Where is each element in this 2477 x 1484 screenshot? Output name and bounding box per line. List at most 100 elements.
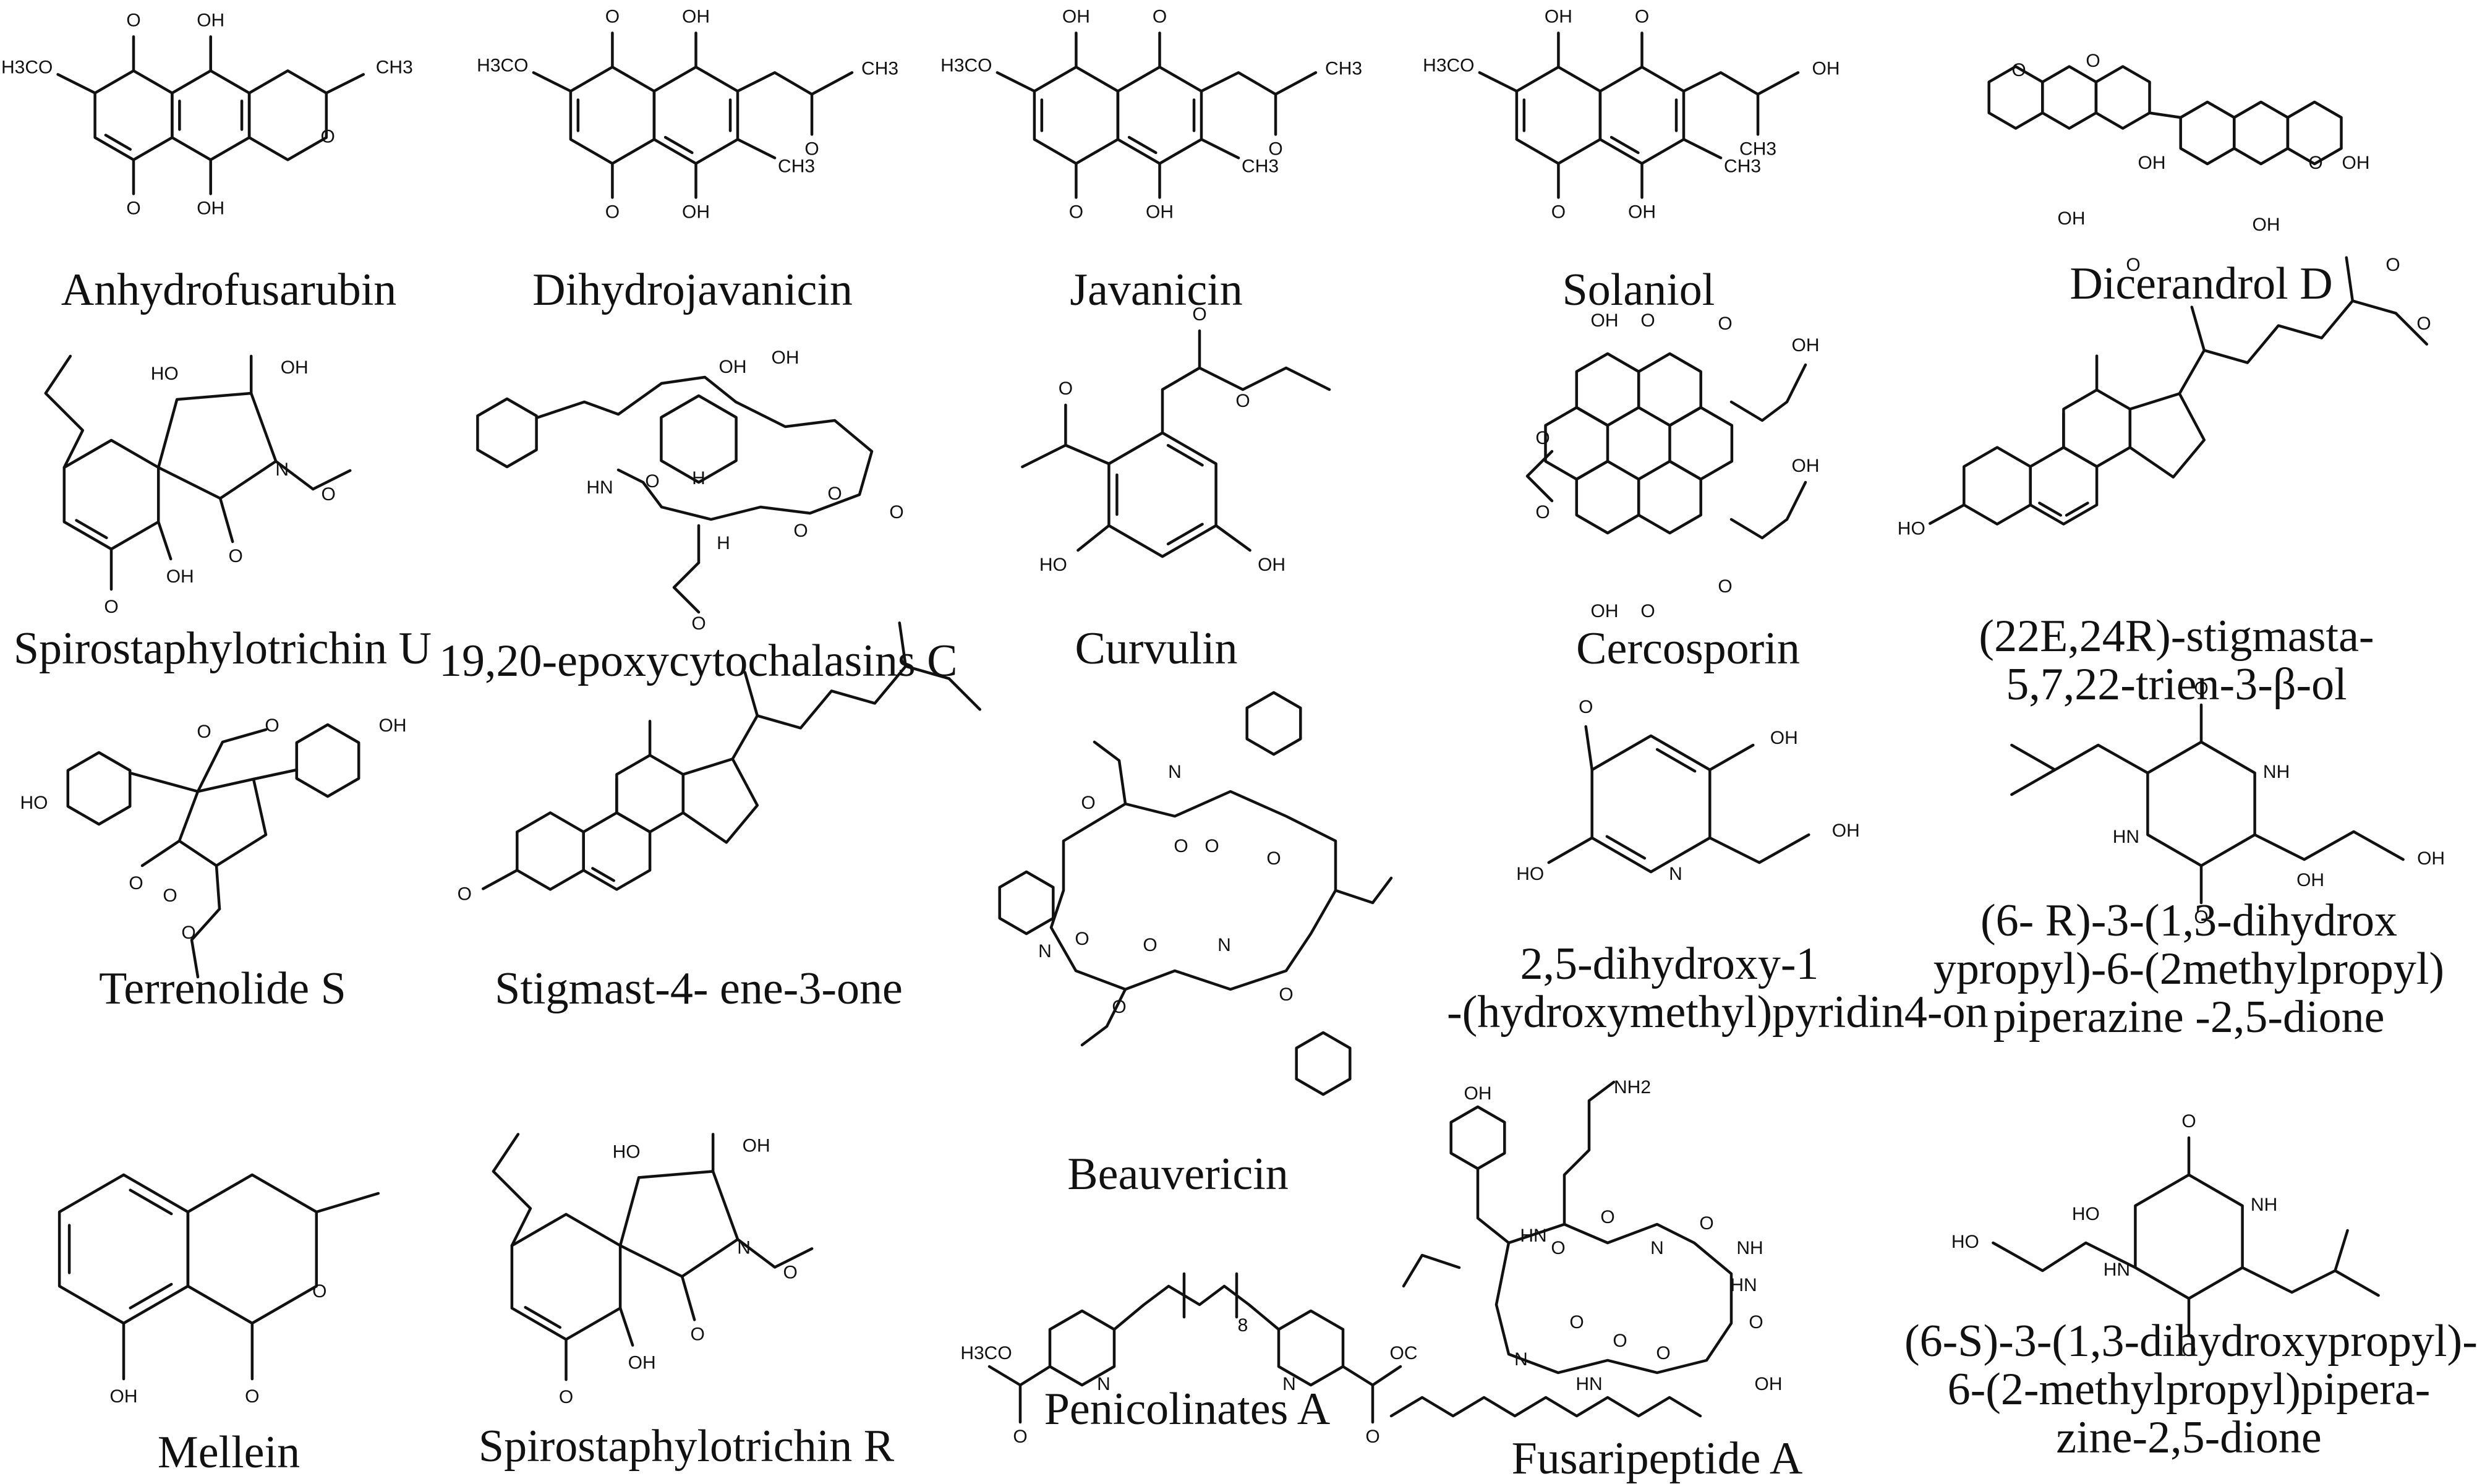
atom-label: N xyxy=(1514,1349,1528,1370)
atom-label: O xyxy=(2194,678,2208,699)
compound-stigmastatrienol: HO(22E,24R)-stigmasta-5,7,22-trien-3-β-o… xyxy=(1892,256,2461,709)
phenyl-ring xyxy=(476,397,538,469)
compound-name-line: Penicolinates A xyxy=(1044,1384,1331,1435)
phenyl-ring xyxy=(1245,691,1302,756)
cyclic-depsipeptide xyxy=(1049,790,1337,991)
isopropyl xyxy=(1334,876,1393,905)
atom-label: N xyxy=(1650,1238,1664,1258)
atom-label: O xyxy=(605,202,620,222)
hydroxyl-bond xyxy=(1929,503,1966,525)
ethoxy xyxy=(190,907,221,979)
compound-name-line: 19,20-epoxycytochalasins C xyxy=(439,636,958,686)
atom-label: O xyxy=(1749,1312,1763,1333)
perylenequinone-ring-1 xyxy=(1575,352,1640,427)
atom-label: OH xyxy=(1258,555,1285,575)
compound-name-line: Dihydrojavanicin xyxy=(532,265,853,315)
perylenequinone-ring-4 xyxy=(1637,459,1702,535)
compound-name-line: (6- R)-3-(1,3-dihydrox xyxy=(1980,895,2398,946)
hydroxyl-bond xyxy=(156,520,173,561)
atom-label: O xyxy=(197,722,211,742)
compound-name-line: Anhydrofusarubin xyxy=(61,265,397,315)
atom-label: O xyxy=(458,884,472,904)
isopropyl-branch xyxy=(947,677,982,711)
compound-name-line: Dicerandrol D xyxy=(2070,258,2333,309)
atom-label: NH xyxy=(2251,1195,2277,1215)
atom-label: O xyxy=(1569,1312,1584,1333)
cyclohexene-ring xyxy=(660,394,738,484)
compound-name: Curvulin xyxy=(965,625,1348,673)
double-bond xyxy=(129,1188,173,1216)
atom-label: H3CO xyxy=(477,55,528,75)
atom-label: OH xyxy=(1146,202,1174,222)
atom-label: O xyxy=(1204,836,1219,856)
atom-label: NH xyxy=(2263,762,2290,782)
double-bond xyxy=(591,867,615,882)
side-chain xyxy=(1682,71,1800,96)
atom-label: O xyxy=(321,126,335,147)
double-bond xyxy=(75,519,108,539)
atom-label: O xyxy=(1640,601,1655,621)
xanthone-ring-2 xyxy=(2041,65,2098,130)
steroid-ring-D xyxy=(681,757,759,844)
atom-label: H3CO xyxy=(1423,55,1474,75)
methoxy-bond xyxy=(532,71,573,93)
dihydroxypropyl xyxy=(2253,830,2405,861)
compound-name: Mellein xyxy=(12,1428,445,1477)
compound-name: (22E,24R)-stigmasta-5,7,22-trien-3-β-ol xyxy=(1892,612,2461,709)
compound-name-line: Javanicin xyxy=(1070,265,1243,315)
benzene-ring xyxy=(58,1173,190,1325)
isobutyl-branch xyxy=(2334,1229,2349,1273)
atom-label: HO xyxy=(20,793,48,813)
atom-label: O xyxy=(322,484,336,505)
atom-label: O xyxy=(245,1386,259,1407)
perylenequinone-ring-6 xyxy=(1668,406,1734,481)
atom-label: O xyxy=(265,715,279,736)
isobutyl xyxy=(2010,743,2149,775)
perylenequinone-ring-2 xyxy=(1637,352,1702,427)
n-methoxy-bond xyxy=(773,1247,814,1269)
xanthone-ring-5 xyxy=(2233,100,2290,166)
compound-name-line: Spirostaphylotrichin U xyxy=(13,623,432,674)
ring-2 xyxy=(1598,66,1686,165)
methyl-bond xyxy=(325,73,365,95)
side-chain xyxy=(1729,363,1807,422)
methyl-branch xyxy=(743,671,759,717)
atom-label: HN xyxy=(586,477,613,498)
atom-label: O xyxy=(2181,1111,2196,1132)
atom-label: HO xyxy=(1516,864,1544,884)
atom-label: OH xyxy=(1792,335,1820,356)
atom-label: OH xyxy=(281,357,309,378)
xanthone-ring-3 xyxy=(2094,65,2151,130)
atom-label: OH xyxy=(628,1353,656,1373)
benzene-ring xyxy=(1107,431,1217,558)
atom-label: HO xyxy=(2072,1204,2100,1224)
phenyl-ring xyxy=(1295,1031,1352,1096)
structure-stigmastenone: O xyxy=(458,621,982,904)
compound-name: Anhydrofusarubin xyxy=(12,266,445,314)
atom-label: OH xyxy=(2296,870,2324,890)
atom-label: HN xyxy=(2104,1260,2130,1280)
phenyl-ring xyxy=(998,870,1055,936)
compound-name: (6-S)-3-(1,3-dihydroxypropyl)-6-(2-methy… xyxy=(1904,1317,2477,1462)
atom-label: H xyxy=(717,533,730,553)
steroid-ring-B xyxy=(582,811,652,891)
hydroxyl-bond xyxy=(1214,524,1251,552)
double-bond xyxy=(1609,135,1640,155)
perylenequinone-ring-5 xyxy=(1544,406,1609,481)
atom-label: O xyxy=(2416,313,2431,334)
atom-label: O xyxy=(1153,6,1167,27)
compound-name-line: 6-(2-methylpropyl)pipera- xyxy=(1947,1364,2431,1415)
ester xyxy=(987,1365,1052,1387)
compound-name-line: Mellein xyxy=(157,1427,301,1478)
ring-1 xyxy=(1515,66,1602,165)
compound-name-line: 2,5-dihydroxy-1 xyxy=(1520,939,1819,989)
atom-label: HO xyxy=(1039,555,1067,575)
